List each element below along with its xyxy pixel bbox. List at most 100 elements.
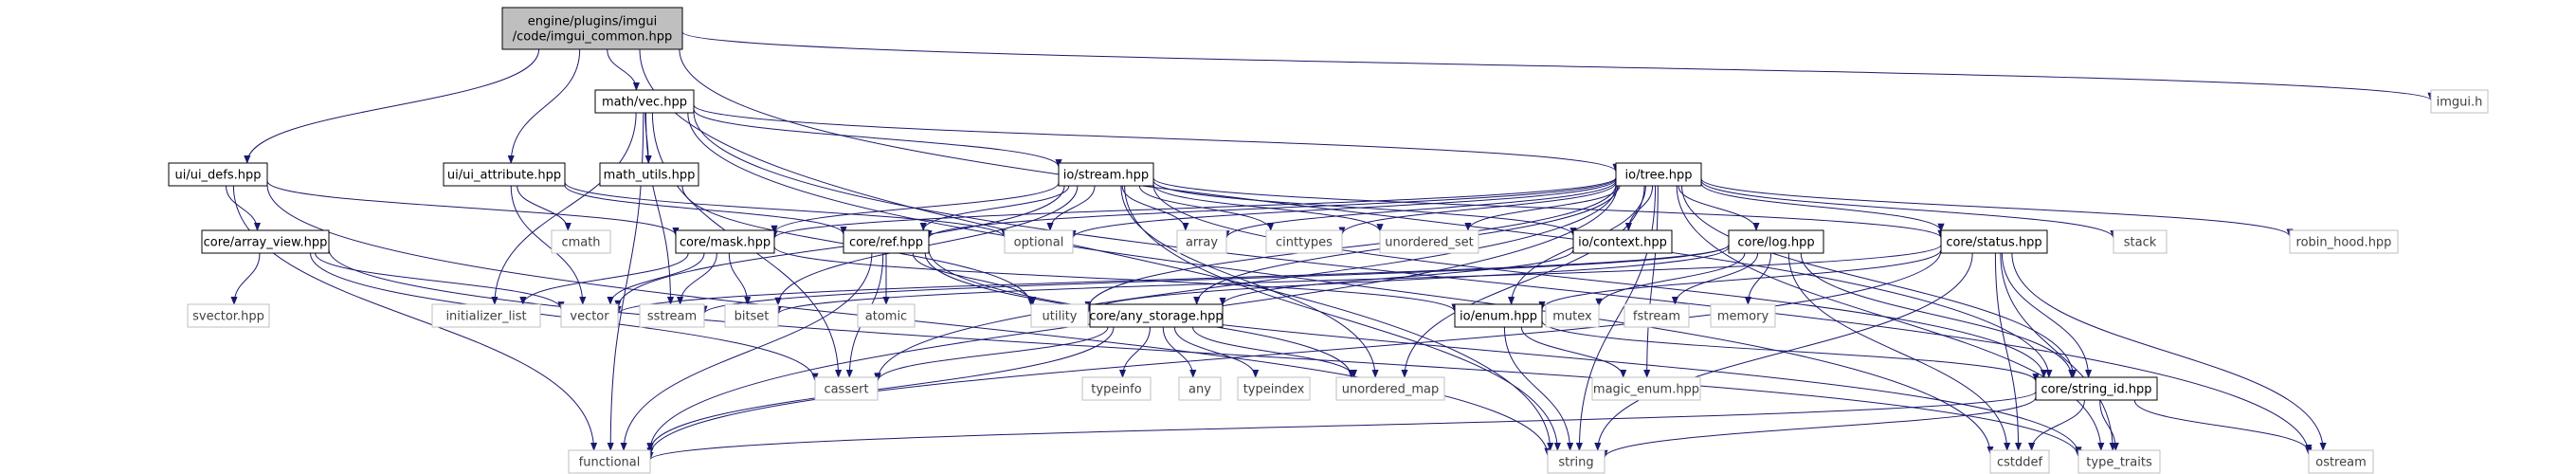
node-box [2430,89,2489,114]
edge-stream-to-string_id [1152,184,2048,378]
edge-ui_defs-to-mask [266,180,680,236]
edge-tree-to-unordered_set [1464,185,1621,231]
node-ui_defs[interactable]: ui/ui_defs.hpp [168,162,268,187]
node-context[interactable]: io/context.hpp [1572,229,1673,254]
edge-vec-to-tree [693,104,1620,173]
node-label: memory [1717,310,1769,324]
edge-vec-to-stream [693,109,1062,168]
edge-string_id-to-ostream [2133,399,2313,453]
edge-enum-to-string [1503,326,1574,451]
node-box [2035,376,2158,401]
node-box [1940,229,2048,254]
edge-stream-to-cinttypes [1138,185,1275,231]
node-box [1547,449,1605,474]
edge-array_view-to-svector [230,252,261,305]
edge-tree-to-type_traits [1676,185,2105,451]
node-unordered_set: unordered_set [1379,229,1479,254]
edge-log-to-mutex [1595,252,1746,307]
edge-status-to-string_id [2001,252,2093,378]
edge-ref-to-utility [912,252,1037,305]
node-ui_attr[interactable]: ui/ui_attribute.hpp [443,162,566,187]
node-label: ostream [2315,456,2367,470]
node-mask[interactable]: core/mask.hpp [675,229,775,254]
edge-mask-to-vector [607,252,705,305]
node-stream[interactable]: io/stream.hpp [1058,162,1154,187]
edge-any_storage-to-cassert [874,326,1109,383]
edge-stream-to-optional [1046,185,1096,231]
edge-string_id-to-type_traits [2099,399,2119,451]
edge-status-to-type_traits [2000,252,2116,451]
edge-tree-to-string_id [1681,185,2077,378]
node-label: core/string_id.hpp [2041,383,2151,397]
edge-any_storage-to-typeindex [1173,326,1260,378]
node-label: initializer_list [445,310,526,324]
edge-status-to-cstddef [1994,252,2023,451]
node-box [843,229,930,254]
node-label: cmath [561,236,600,250]
edge-tree-to-ref [925,177,1617,239]
node-label: sstream [647,310,697,324]
node-box [724,303,779,328]
node-box [501,7,683,50]
node-math_utils[interactable]: math_utils.hpp [599,162,699,187]
node-ref[interactable]: core/ref.hpp [843,229,930,254]
nodes: engine/plugins/imgui/code/imgui_common.h… [168,7,2489,474]
node-box [599,162,699,187]
edge-tree-to-stack [1700,180,2117,239]
node-box [1335,376,1445,401]
node-box [443,162,566,187]
edge-root-to-imgui_h [681,31,2435,101]
edge-tree-to-context [1624,185,1654,231]
node-box [1176,229,1227,254]
node-log[interactable]: core/log.hpp [1728,229,1824,254]
node-label: fstream [1633,310,1680,324]
node-typeindex: typeindex [1237,376,1311,401]
node-box [1237,376,1311,401]
node-enum[interactable]: io/enum.hpp [1454,303,1543,328]
node-status[interactable]: core/status.hpp [1940,229,2048,254]
edge-array_view-to-vector [315,252,565,311]
node-box [431,303,541,328]
node-array_view[interactable]: core/array_view.hpp [201,229,330,254]
node-mutex: mutex [1545,303,1600,328]
node-box [1710,303,1776,328]
node-string_id[interactable]: core/string_id.hpp [2035,376,2158,401]
edge-ref-to-functional [620,252,873,451]
node-box [1265,229,1343,254]
node-any_storage[interactable]: core/any_storage.hpp [1089,303,1224,328]
edge-mask-to-bitset [728,252,752,305]
node-box [187,303,270,328]
node-label: svector.hpp [192,310,264,324]
edge-ref-to-type_traits [928,248,2082,456]
edge-tree-to-utility [1084,184,1617,310]
edge-tree-to-optional [1069,178,1617,239]
node-label: core/status.hpp [1946,236,2041,250]
node-typeinfo: typeinfo [1081,376,1152,401]
node-cassert: cassert [814,376,879,401]
node-box [1030,303,1089,328]
node-tree[interactable]: io/tree.hpp [1615,162,1702,187]
node-box [2308,449,2374,474]
node-label: unordered_set [1385,236,1473,250]
node-root[interactable]: engine/plugins/imgui/code/imgui_common.h… [501,7,683,50]
edge-ui_defs-to-array_view [226,185,262,231]
edge-stream-to-string [1124,185,1561,451]
node-label: math/vec.hpp [602,96,687,110]
node-label: any [1188,383,1211,397]
node-box [1089,303,1224,328]
node-box [568,449,651,474]
edge-log-to-sstream [700,244,1730,315]
node-label: vector [570,310,609,324]
node-vec[interactable]: math/vec.hpp [594,89,695,114]
edge-enum-to-magic_enum [1520,326,1627,378]
edge-any_storage-to-typeinfo [1118,326,1151,378]
node-array: array [1176,229,1227,254]
edge-any_storage-to-unordered_map [1192,326,1358,378]
node-label: cassert [824,383,868,397]
edge-root-to-ui_defs [244,48,540,164]
node-cstddef: cstddef [1989,449,2050,474]
edge-string_id-to-cstddef [2028,399,2085,451]
edge-stream-to-array [1121,185,1189,231]
node-label: string [1558,456,1593,470]
node-label: stack [2124,236,2157,250]
